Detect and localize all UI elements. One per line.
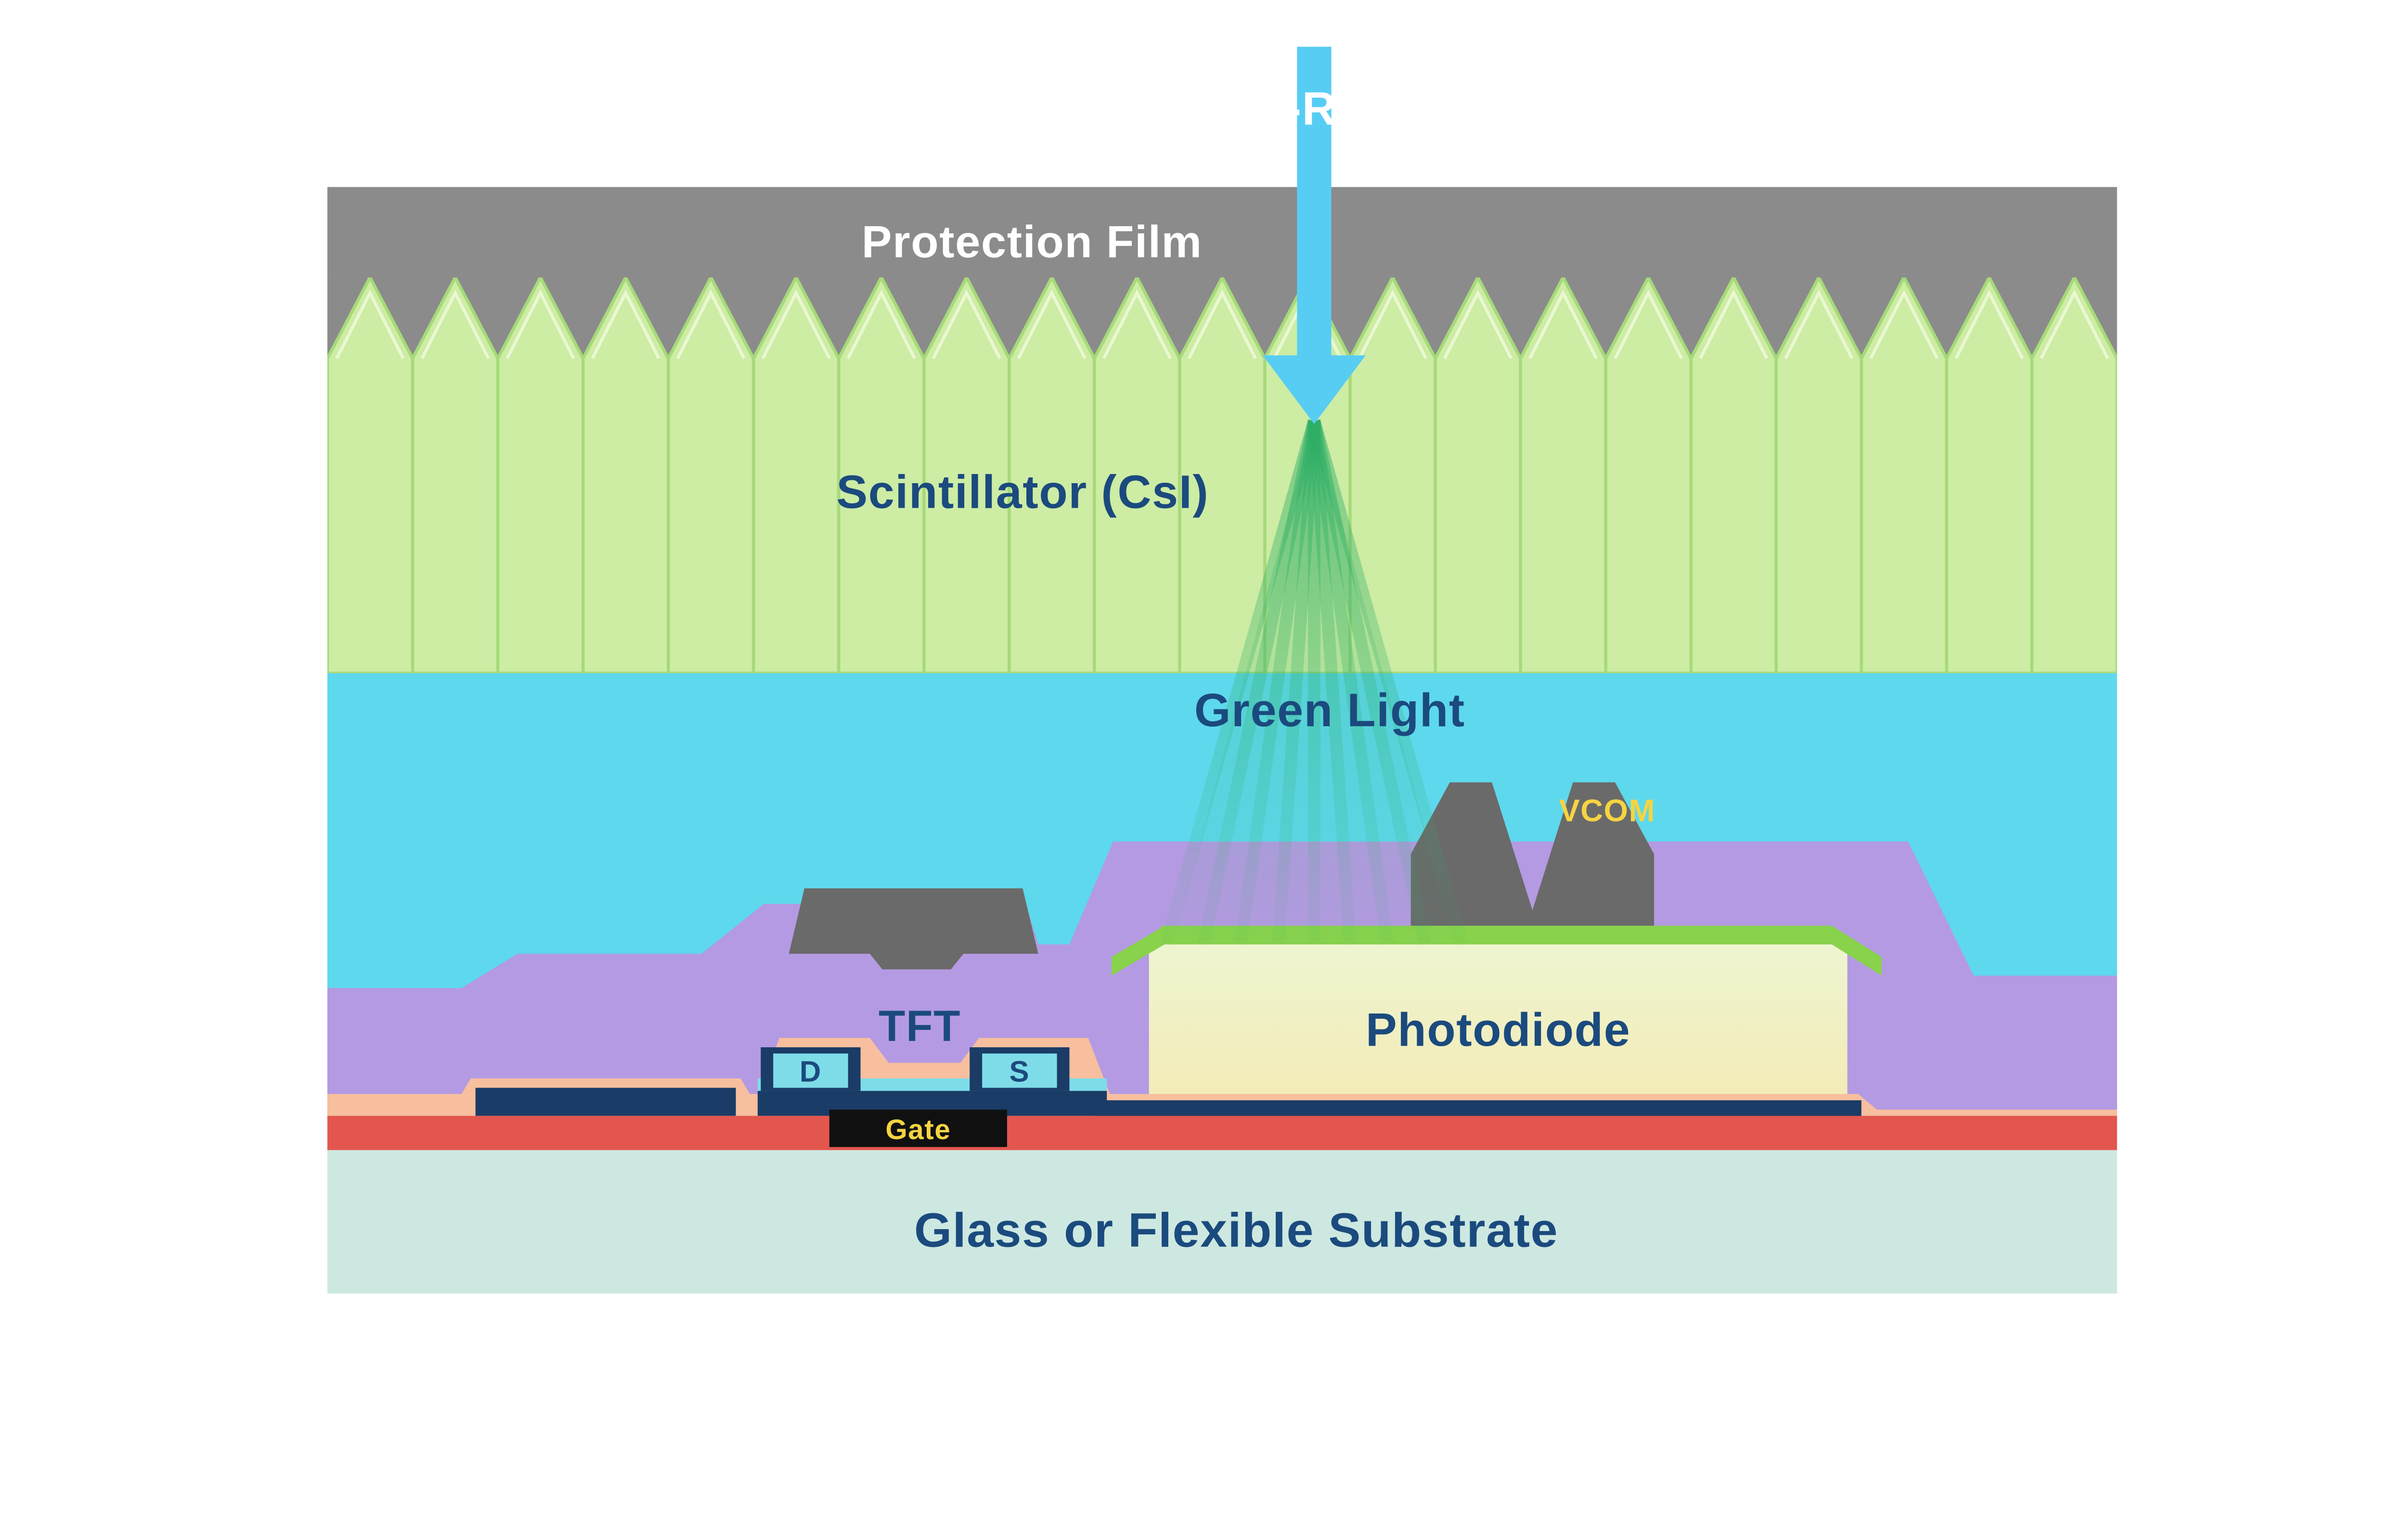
scintillator-label: Scintillator (CsI) <box>836 466 1209 518</box>
photodiode-contact-right-wing <box>1832 925 1882 976</box>
xray-label: X-Ray <box>1254 82 1390 135</box>
source-contact-pad <box>982 1053 1057 1088</box>
scintillator-layer <box>327 277 2117 673</box>
vcom-label: VCOM <box>1559 793 1656 828</box>
xray-detector-cross-section: X-Ray Protection Film Scintillator (CsI)… <box>327 47 2117 1294</box>
photodiode-label: Photodiode <box>1366 1003 1631 1056</box>
left-electrode-structure <box>789 888 1038 970</box>
left-metal-line <box>475 1088 736 1116</box>
diagram-canvas: X-Ray Protection Film Scintillator (CsI)… <box>327 47 2117 1294</box>
gate-electrode <box>829 1109 1007 1147</box>
tft-structure <box>757 1047 1107 1116</box>
xray-arrow <box>1263 47 1366 424</box>
photodiode-contact-left-wing <box>1111 925 1165 976</box>
tft-label: TFT <box>879 1002 961 1051</box>
gate-insulator-layer <box>327 1116 2117 1150</box>
protection-film-label: Protection Film <box>862 216 1203 267</box>
gate-label: Gate <box>885 1114 951 1145</box>
substrate-label: Glass or Flexible Substrate <box>914 1204 1558 1258</box>
source-label: S <box>1009 1055 1030 1088</box>
drain-label: D <box>800 1055 822 1088</box>
vcom-electrode-structure <box>1411 782 1654 954</box>
photodiode-body <box>1149 938 1848 1101</box>
substrate-layer <box>327 1150 2117 1294</box>
green-light-label: Green Light <box>1194 684 1465 736</box>
green-light-rays <box>1160 417 1469 946</box>
drain-contact-pad <box>773 1053 848 1088</box>
